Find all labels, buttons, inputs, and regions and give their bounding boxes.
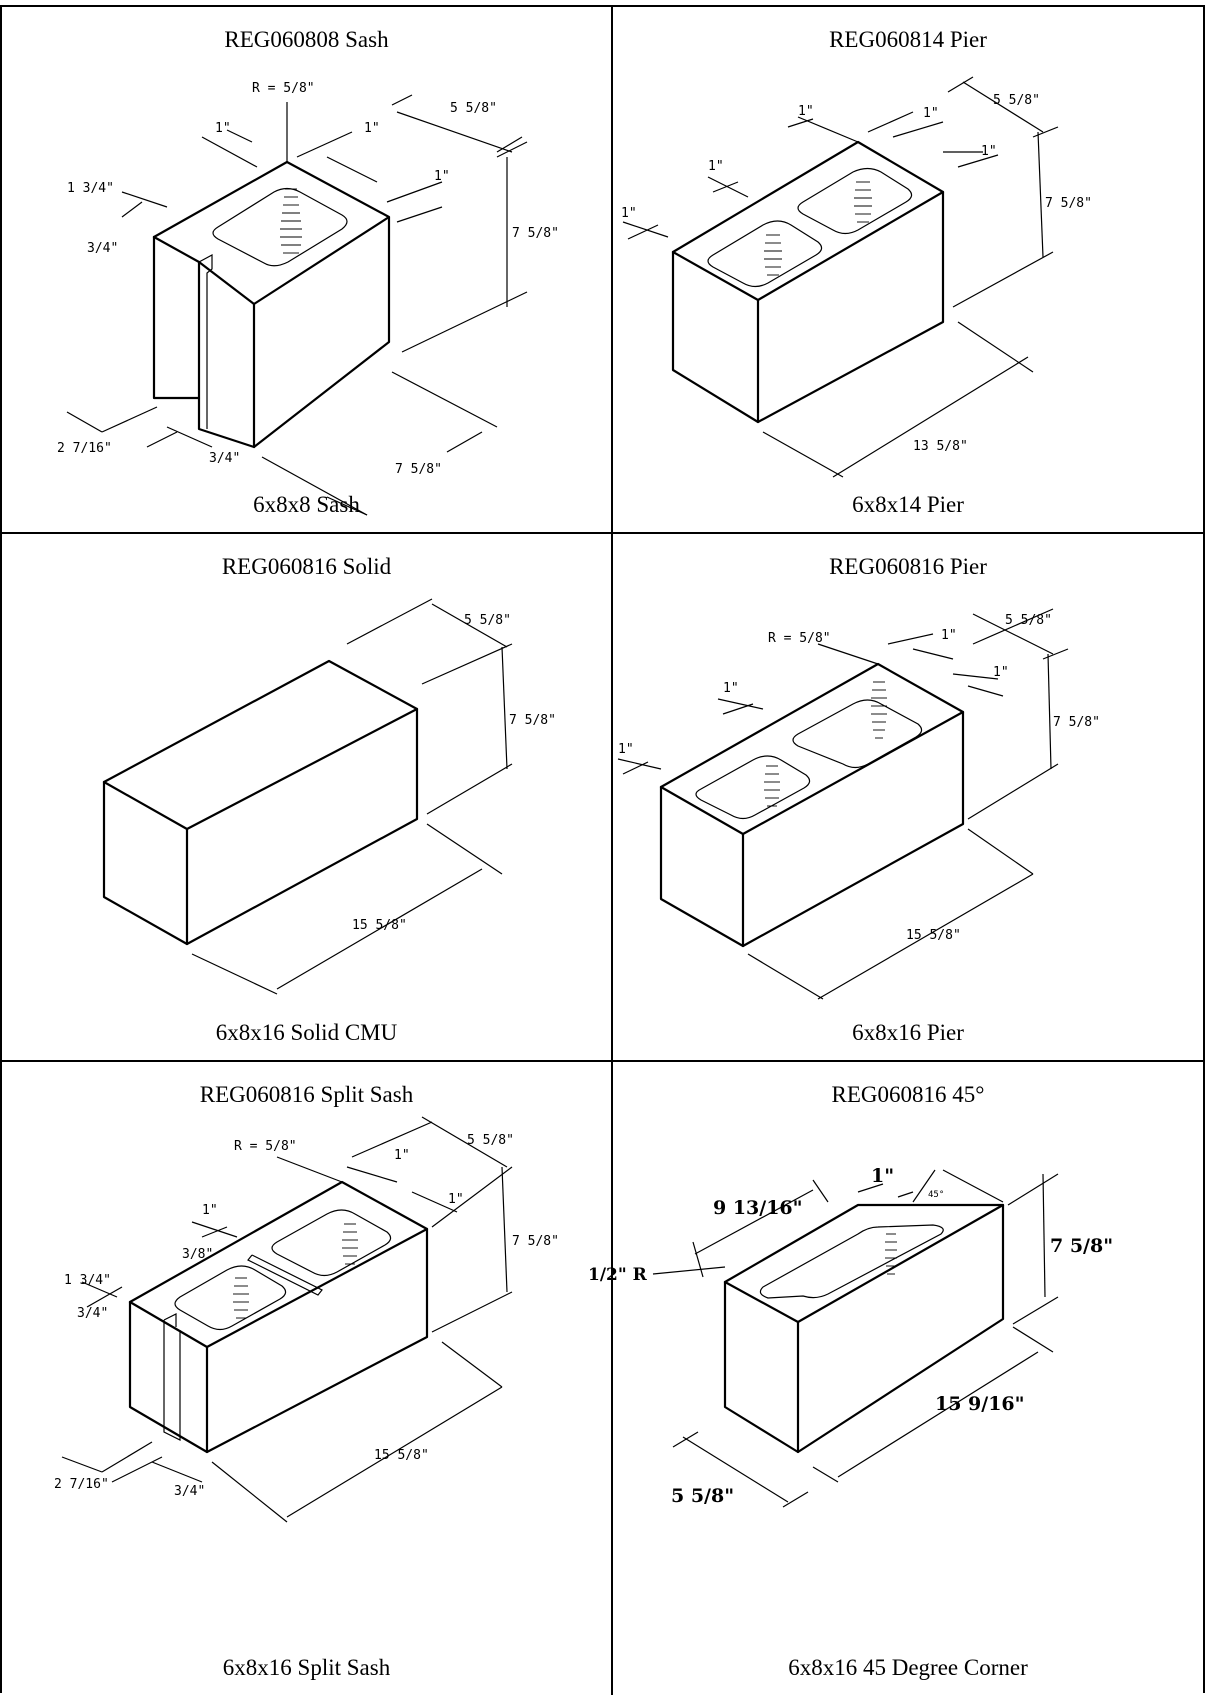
- pier-16-block-drawing: R = 5/8" 1" 1" 1" 1" 5 5/8" 7 5/8" 15 5/…: [617, 608, 1100, 1000]
- block-caption: 6x8x16 45 Degree Corner: [788, 1655, 1028, 1680]
- cell-pier-6x8x16: REG060816 Pier: [613, 534, 1203, 1062]
- length-label: 15 5/8": [374, 1448, 429, 1463]
- slot-depth-label: 1 3/4": [67, 181, 114, 196]
- width-label: 5 5/8": [464, 613, 511, 628]
- cell-sash-6x8x8: REG060808 Sash: [2, 7, 613, 534]
- width-label: 5 5/8": [467, 1133, 514, 1148]
- block-outline: [152, 160, 391, 449]
- height-label: 7 5/8": [509, 713, 556, 728]
- dimension-lines: [652, 1169, 1059, 1508]
- core-radius-hatching: [764, 681, 887, 807]
- solid-block-drawing: 5 5/8" 7 5/8" 15 5/8": [102, 598, 556, 995]
- block-caption: 6x8x16 Split Sash: [222, 1655, 391, 1680]
- web-dim-label: 1": [202, 1203, 218, 1218]
- length-label: 7 5/8": [395, 462, 442, 477]
- angle-label: 45°: [928, 1190, 944, 1200]
- dimension-lines: [622, 76, 1059, 478]
- slot-width-label: 3/4": [77, 1306, 108, 1321]
- radius-label: R = 5/8": [252, 81, 315, 96]
- block-title: REG060816 Pier: [829, 554, 987, 579]
- block-outline: [659, 662, 965, 948]
- sash-offset-label: 2 7/16": [57, 441, 112, 456]
- height-label: 7 5/8": [1053, 715, 1100, 730]
- block-caption: 6x8x16 Pier: [852, 1020, 964, 1045]
- length-label: 13 5/8": [913, 439, 968, 454]
- web-dim-label: 1": [364, 121, 380, 136]
- block-title: REG060816 45°: [831, 1082, 985, 1107]
- width-label: 5 5/8": [450, 101, 497, 116]
- split-sash-block-drawing: R = 5/8" 1" 1" 1" 3/8" 5 5/8" 7 5/8" 15 …: [54, 1116, 559, 1523]
- dimension-lines: [61, 1116, 513, 1523]
- height-label: 7 5/8": [512, 1234, 559, 1249]
- web-dim-label: 1": [434, 169, 450, 184]
- web-dim-label: 1": [708, 159, 724, 174]
- web-dim-label: 1": [618, 742, 634, 757]
- sash-offset-label: 2 7/16": [54, 1477, 109, 1492]
- sash-block-drawing: R = 5/8" 1" 1" 1" 5 5/8" 7 5/8" 7 5/8" 1…: [57, 81, 559, 516]
- block-caption: 6x8x16 Solid CMU: [215, 1020, 398, 1045]
- length-label: 15 9/16": [935, 1393, 1025, 1415]
- web-dim-label: 1": [923, 106, 939, 121]
- cell-pier-6x8x14: REG060814 Pier: [613, 7, 1203, 534]
- web-dim-label: 1": [981, 144, 997, 159]
- radius-label: R = 5/8": [768, 631, 831, 646]
- radius-label: R = 5/8": [234, 1139, 297, 1154]
- dimension-lines: [191, 598, 513, 995]
- core-radius-hatching: [885, 1233, 897, 1275]
- block-caption: 6x8x14 Pier: [852, 492, 964, 517]
- block-spec-sheet: REG060808 Sash: [0, 5, 1205, 1695]
- block-title: REG060816 Split Sash: [199, 1082, 414, 1107]
- cell-45-corner-6x8x16: REG060816 45° 1": [588, 1062, 1203, 1695]
- block-title: REG060814 Pier: [829, 27, 987, 52]
- height-label: 7 5/8": [1050, 1235, 1113, 1257]
- width-label: 5 5/8": [993, 93, 1040, 108]
- height-label: 7 5/8": [512, 226, 559, 241]
- web-dim-label: 1": [215, 121, 231, 136]
- slot-depth-label: 1 3/4": [64, 1273, 111, 1288]
- pier-14-block-drawing: 1" 1" 1" 1" 1" 5 5/8" 7 5/8" 13 5/8": [621, 76, 1092, 478]
- block-title: REG060808 Sash: [224, 27, 389, 52]
- web-dim-label: 1": [621, 206, 637, 221]
- width-label: 5 5/8": [671, 1485, 734, 1507]
- slot-width-label: 3/4": [87, 241, 118, 256]
- width-label: 5 5/8": [1005, 613, 1052, 628]
- block-caption: 6x8x8 Sash: [253, 492, 360, 517]
- cell-solid-6x8x16: REG060816 Solid 5 5/8" 7 5/8" 15 5/8" 6x…: [2, 534, 613, 1062]
- core-radius-hatching: [280, 188, 302, 254]
- split-width-label: 3/8": [182, 1247, 213, 1262]
- block-title: REG060816 Solid: [221, 554, 392, 579]
- top-length-label: 9 13/16": [713, 1197, 803, 1219]
- sash-gap-label: 3/4": [174, 1484, 205, 1499]
- block-outline: [128, 1180, 429, 1454]
- web-dim-label: 1": [394, 1148, 410, 1163]
- corner-radius-label: 1/2" R: [588, 1265, 648, 1285]
- core-radius-hatching: [233, 1223, 358, 1319]
- web-dim-label: 1": [448, 1192, 464, 1207]
- sash-gap-label: 3/4": [209, 451, 240, 466]
- dimension-lines: [66, 94, 528, 516]
- core-radius-hatching: [764, 181, 872, 276]
- corner-45-block-drawing: 1" 45° 9 13/16" 1/2" R 7 5/8" 15 9/16" 5…: [588, 1165, 1113, 1508]
- height-label: 7 5/8": [1045, 196, 1092, 211]
- web-dim-label: 1": [871, 1165, 894, 1187]
- block-outline: [102, 659, 419, 946]
- length-label: 15 5/8": [352, 918, 407, 933]
- cell-split-sash-6x8x16: REG060816 Split Sash: [2, 1062, 613, 1695]
- block-outline: [671, 140, 945, 424]
- block-outline: [723, 1203, 1005, 1454]
- web-dim-label: 1": [993, 665, 1009, 680]
- dimension-lines: [617, 608, 1069, 1000]
- web-dim-label: 1": [798, 104, 814, 119]
- length-label: 15 5/8": [906, 928, 961, 943]
- web-dim-label: 1": [723, 681, 739, 696]
- web-dim-label: 1": [941, 628, 957, 643]
